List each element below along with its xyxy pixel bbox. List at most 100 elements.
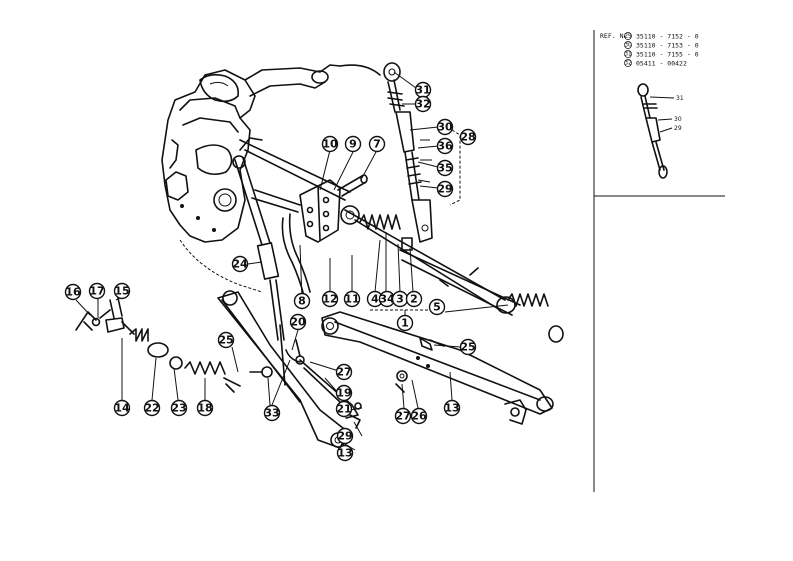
ref-table: REF. No. 29 35110 - 7152 - 0 30 35110 - … [600, 32, 699, 132]
callout-34: 34 [378, 290, 396, 308]
callout-33: 33 [263, 404, 281, 422]
leader-lines [75, 71, 509, 451]
callout-22: 22 [143, 399, 161, 417]
callout-3: 3 [391, 290, 409, 308]
ref-detail-label: 30 [674, 116, 682, 123]
callout-label: 18 [197, 402, 212, 415]
callout-14: 14 [113, 399, 131, 417]
callout-13-right: 13 [443, 399, 461, 417]
callout-28: 28 [459, 128, 477, 146]
callout-label: 32 [415, 98, 430, 111]
callout-2: 2 [405, 290, 423, 308]
callout-32: 32 [414, 95, 432, 113]
callout-31: 31 [414, 81, 432, 99]
callout-label: 1 [401, 317, 409, 330]
callout-label: 11 [344, 293, 359, 306]
callout-11: 11 [343, 290, 361, 308]
ref-detail-label: 29 [674, 125, 682, 132]
ref-code: 05411 - 00422 [636, 60, 687, 68]
callout-24: 24 [231, 255, 249, 273]
callout-label: 25 [460, 341, 475, 354]
left-lower-link [217, 290, 349, 449]
callout-1: 1 [396, 314, 414, 332]
callout-label: 36 [437, 140, 453, 153]
callout-label: 9 [349, 138, 357, 151]
callout-26: 26 [410, 407, 428, 425]
callout-9: 9 [344, 135, 362, 153]
callout-19: 19 [335, 384, 353, 402]
callout-label: 26 [411, 410, 427, 423]
callout-label: 33 [264, 407, 279, 420]
ref-mark: 32 [624, 60, 632, 67]
callout-21: 21 [335, 400, 353, 418]
callout-29-bottom: 29 [336, 427, 354, 445]
ref-row: 31 35110 - 7155 - 0 [624, 50, 699, 59]
callout-label: 2 [410, 293, 418, 306]
right-lower-link [340, 205, 564, 343]
ref-detail-label: 31 [676, 95, 684, 102]
callout-25-left: 25 [217, 331, 235, 349]
ref-header: REF. No. [600, 32, 631, 40]
callout-label: 20 [290, 316, 306, 329]
callout-18: 18 [196, 399, 214, 417]
callout-25-right: 25 [459, 338, 477, 356]
callout-label: 35 [437, 162, 452, 175]
ref-row: 30 35110 - 7153 - 0 [624, 41, 699, 50]
ref-mark: 29 [624, 33, 632, 40]
callout-label: 30 [437, 121, 453, 134]
stabiliser [295, 339, 362, 429]
ref-code: 35110 - 7152 - 0 [636, 33, 699, 41]
callout-label: 34 [379, 293, 395, 306]
callout-8: 8 [293, 292, 311, 310]
callout-12: 12 [321, 290, 339, 308]
callout-label: 27 [336, 366, 351, 379]
ref-code: 35110 - 7155 - 0 [636, 51, 699, 59]
callout-label: 7 [373, 138, 381, 151]
callout-20: 20 [289, 313, 307, 331]
check-chain [75, 297, 241, 393]
callout-label: 21 [336, 403, 351, 416]
callout-label: 29 [337, 430, 352, 443]
mounting-bracket [281, 179, 341, 297]
callout-15: 15 [113, 282, 131, 300]
ref-row: 32 05411 - 00422 [624, 59, 687, 68]
transmission-housing [161, 64, 381, 293]
ref-row: 29 35110 - 7152 - 0 [624, 32, 699, 41]
callout-label: 5 [433, 301, 441, 314]
ref-detail [637, 83, 675, 179]
callout-label: 25 [218, 334, 233, 347]
callout-label: 17 [89, 285, 104, 298]
pin [337, 174, 368, 197]
ref-mark: 31 [624, 51, 632, 58]
callout-label: 24 [232, 258, 248, 271]
callout-5: 5 [428, 298, 446, 316]
right-lower-arm [321, 311, 554, 425]
callout-label: 3 [396, 293, 404, 306]
callout-13-left: 13 [336, 444, 354, 462]
drawbar-frame [239, 139, 351, 213]
callout-30: 30 [436, 118, 454, 136]
lift-rod [232, 155, 285, 341]
callout-label: 15 [114, 285, 129, 298]
top-link [383, 62, 433, 243]
callout-36: 36 [436, 137, 454, 155]
ref-code: 35110 - 7153 - 0 [636, 42, 699, 50]
callout-23: 23 [170, 399, 188, 417]
callout-label: 22 [144, 402, 159, 415]
callout-7: 7 [368, 135, 386, 153]
callout-label: 19 [336, 387, 351, 400]
callout-label: 12 [322, 293, 337, 306]
ref-panel-frame [593, 30, 725, 492]
callout-label: 8 [298, 295, 306, 308]
callout-label: 16 [65, 286, 81, 299]
callout-label: 4 [371, 293, 379, 306]
callout-label: 14 [114, 402, 130, 415]
callout-35: 35 [436, 159, 454, 177]
callout-label: 29 [437, 183, 452, 196]
callout-27-right: 27 [394, 407, 412, 425]
callout-label: 28 [460, 131, 475, 144]
callout-label: 27 [395, 410, 410, 423]
callout-label: 31 [415, 84, 430, 97]
callout-16: 16 [64, 283, 82, 301]
